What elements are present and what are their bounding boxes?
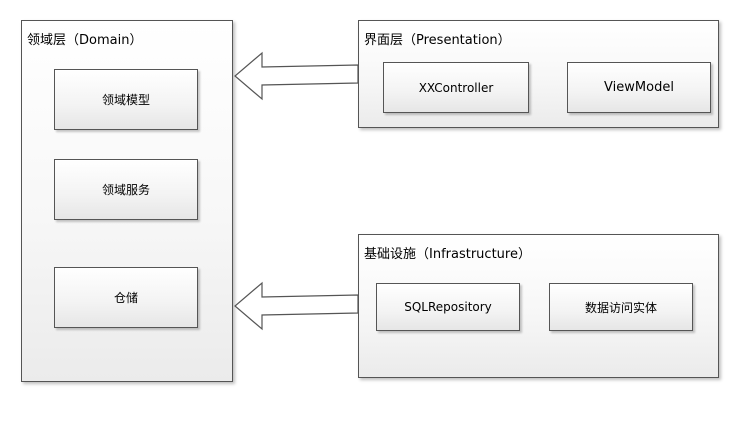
presentation-to-domain-arrow <box>234 51 359 101</box>
infrastructure-layer-title: 基础设施（Infrastructure） <box>364 247 531 262</box>
domain-service-box: 领域服务 <box>54 159 198 220</box>
viewmodel-box: ViewModel <box>567 62 711 113</box>
sqlrepository-box: SQLRepository <box>376 283 520 331</box>
xxcontroller-box: XXController <box>383 62 529 113</box>
repository-box: 仓储 <box>54 267 198 328</box>
presentation-layer-title: 界面层（Presentation） <box>364 33 511 48</box>
domain-layer-title: 领域层（Domain） <box>27 33 143 48</box>
infrastructure-to-domain-arrow <box>234 281 359 331</box>
domain-model-box: 领域模型 <box>54 69 198 130</box>
data-access-entity-box: 数据访问实体 <box>549 283 693 331</box>
